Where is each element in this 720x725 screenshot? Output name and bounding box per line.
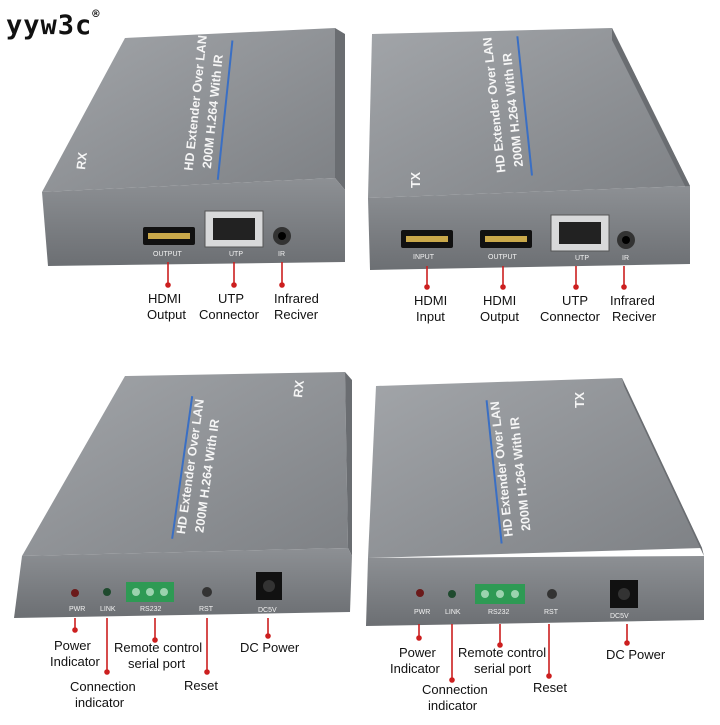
rs232-terminal-icon (475, 584, 525, 604)
registered-mark: ® (92, 7, 101, 21)
callout-label: Reciver (274, 307, 319, 322)
rj45-port-icon (204, 210, 264, 248)
hdmi-port-icon (401, 230, 453, 248)
rx-back-side-face (345, 372, 352, 556)
reset-button-icon (202, 587, 212, 597)
callout-label: Infrared (610, 293, 655, 308)
tx-front-unit: HD Extender Over LAN 200M H.264 With IR … (368, 28, 690, 324)
port-label: RST (199, 606, 214, 613)
callout-label: Connector (199, 307, 260, 322)
ir-jack-icon (617, 231, 635, 249)
rx-back-panel (14, 548, 352, 618)
hdmi-port-icon (480, 230, 532, 248)
port-label: PWR (69, 606, 85, 613)
callout-label: serial port (128, 656, 185, 671)
callout-label: Reset (184, 678, 218, 693)
callout-label: Reset (533, 680, 567, 695)
callout-label: Remote control (458, 645, 546, 660)
rx-front-top-face (42, 28, 335, 192)
callout-label: HDMI (483, 293, 516, 308)
power-led-icon (416, 589, 424, 597)
callout-label: Reciver (612, 309, 657, 324)
tx-back-side-face (622, 378, 704, 556)
power-led-icon (71, 589, 79, 597)
brand-name: yyw3c (6, 10, 93, 41)
callout-label: indicator (75, 695, 125, 710)
brand-logo: yyw3c® (6, 7, 101, 41)
port-label: RST (544, 609, 559, 616)
rx-front-side-face (335, 28, 345, 190)
callout-label: Connection (422, 682, 488, 697)
port-label: OUTPUT (153, 251, 183, 258)
callout-label: UTP (218, 291, 244, 306)
callout-label: Power (54, 638, 92, 653)
callout-label: DC Power (606, 647, 666, 662)
port-label: INPUT (413, 254, 435, 261)
rx-front-panel (42, 178, 345, 266)
callout-label: Remote control (114, 640, 202, 655)
port-label: DC5V (258, 607, 277, 614)
unit-id: TX (409, 171, 423, 188)
tx-back-top-face (368, 378, 702, 558)
link-led-icon (448, 590, 456, 598)
callout-label: Power (399, 645, 437, 660)
callout-label: HDMI (148, 291, 181, 306)
tx-back-unit: HD Extender Over LAN 200M H.264 With IR … (366, 378, 704, 713)
unit-id: RX (74, 151, 90, 170)
callout-label: Connector (540, 309, 601, 324)
port-label: PWR (414, 609, 430, 616)
port-label: LINK (100, 606, 116, 613)
tx-back-panel (366, 556, 704, 626)
rx-back-unit: HD Extender Over LAN 200M H.264 With IR … (14, 372, 352, 710)
callout-label: serial port (474, 661, 531, 676)
dc-jack-icon (610, 580, 638, 608)
callout-label: indicator (428, 698, 478, 713)
callout-label: HDMI (414, 293, 447, 308)
callout-label: DC Power (240, 640, 300, 655)
port-label: UTP (575, 255, 589, 262)
callout-label: Connection (70, 679, 136, 694)
callout-label: Input (416, 309, 445, 324)
port-label: LINK (445, 609, 461, 616)
port-label: UTP (229, 251, 243, 258)
unit-id: TX (573, 391, 587, 408)
rx-front-unit: HD Extender Over LAN 200M H.264 With IR … (42, 28, 345, 322)
port-label: RS232 (488, 609, 510, 616)
rs232-terminal-icon (126, 582, 174, 602)
port-label: IR (278, 251, 285, 258)
dc-jack-icon (256, 572, 282, 600)
reset-button-icon (547, 589, 557, 599)
callout-label: Infrared (274, 291, 319, 306)
ir-jack-icon (273, 227, 291, 245)
callout-label: Output (147, 307, 186, 322)
port-label: IR (622, 255, 629, 262)
link-led-icon (103, 588, 111, 596)
rx-back-top-face (22, 372, 348, 556)
tx-front-top-face (368, 28, 690, 198)
callout-label: UTP (562, 293, 588, 308)
port-label: RS232 (140, 606, 162, 613)
port-label: DC5V (610, 613, 629, 620)
rj45-port-icon (550, 214, 610, 252)
callout-label: Output (480, 309, 519, 324)
port-label: OUTPUT (488, 254, 518, 261)
callout-label: Indicator (50, 654, 101, 669)
hdmi-port-icon (143, 227, 195, 245)
callout-label: Indicator (390, 661, 441, 676)
unit-id: RX (291, 379, 307, 398)
tx-front-side-face (612, 28, 690, 196)
